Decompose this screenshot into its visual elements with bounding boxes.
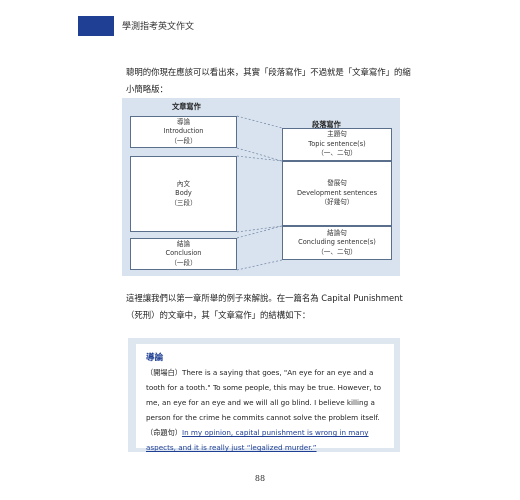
label-thesis: （命題句） [146, 428, 182, 437]
box-note: （一、二句） [317, 247, 357, 256]
excerpt-panel: 導論 （開場白）There is a saying that goes, "An… [128, 338, 400, 452]
box-note: （好幾句） [320, 198, 354, 207]
excerpt-card: 導論 （開場白）There is a saying that goes, "An… [136, 344, 394, 452]
box-concluding-sentences: 結論句 Concluding sentence(s) （一、二句） [282, 226, 392, 260]
connector-line [236, 155, 283, 162]
box-note: （一、二句） [317, 149, 357, 158]
box-topic-sentences: 主題句 Topic sentence(s) （一、二句） [282, 128, 392, 161]
connector-line [236, 115, 283, 129]
body-paragraph: 這裡讓我們以第一章所舉的例子來解說。在一篇名為 Capital Punishme… [126, 293, 403, 320]
excerpt-text: （開場白）There is a saying that goes, "An ey… [146, 365, 391, 455]
page-number: 88 [254, 474, 266, 483]
excerpt-main-text: There is a saying that goes, "An eye for… [146, 368, 382, 422]
intro-paragraph: 聰明的你現在應該可以看出來，其實「段落寫作」不過就是「文章寫作」的縮小簡略版： [126, 67, 411, 94]
excerpt-title: 導論 [146, 353, 164, 363]
box-note: （一段） [170, 136, 197, 145]
box-zh: 內文 [176, 179, 191, 188]
left-column-title: 文章寫作 [172, 102, 201, 111]
box-zh: 主題句 [327, 130, 347, 139]
box-conclusion: 結論 Conclusion （一段） [130, 238, 237, 270]
structure-diagram: 文章寫作 段落寫作 導論 Introduction （一段） 內文 Body （… [122, 98, 400, 276]
running-header-title: 學測指考英文作文 [122, 22, 195, 32]
box-en: Body [175, 189, 192, 198]
chapter-header-bar [78, 16, 114, 36]
box-zh: 導論 [176, 117, 191, 126]
box-zh: 發展句 [327, 179, 347, 188]
box-introduction: 導論 Introduction （一段） [130, 116, 237, 148]
box-zh: 結論句 [327, 228, 347, 237]
right-column-title: 段落寫作 [312, 120, 341, 129]
connector-lines [236, 115, 283, 271]
box-en: Development sentences [296, 188, 378, 197]
box-body: 內文 Body （三段） [130, 156, 237, 232]
box-note: （一段） [170, 258, 197, 267]
box-en: Topic sentence(s) [308, 139, 366, 148]
box-en: Introduction [163, 127, 204, 136]
box-zh: 結論 [176, 239, 191, 248]
box-development-sentences: 發展句 Development sentences （好幾句） [282, 161, 392, 226]
label-opening: （開場白） [146, 368, 182, 377]
connector-line [236, 259, 283, 271]
connector-line [236, 225, 283, 233]
connector-line [236, 225, 283, 239]
thesis-sentence: In my opinion, capital punishment is wro… [146, 428, 369, 452]
box-en: Concluding sentence(s) [298, 238, 376, 247]
box-note: （三段） [170, 198, 197, 207]
box-en: Conclusion [165, 249, 202, 258]
connector-line [236, 147, 283, 162]
